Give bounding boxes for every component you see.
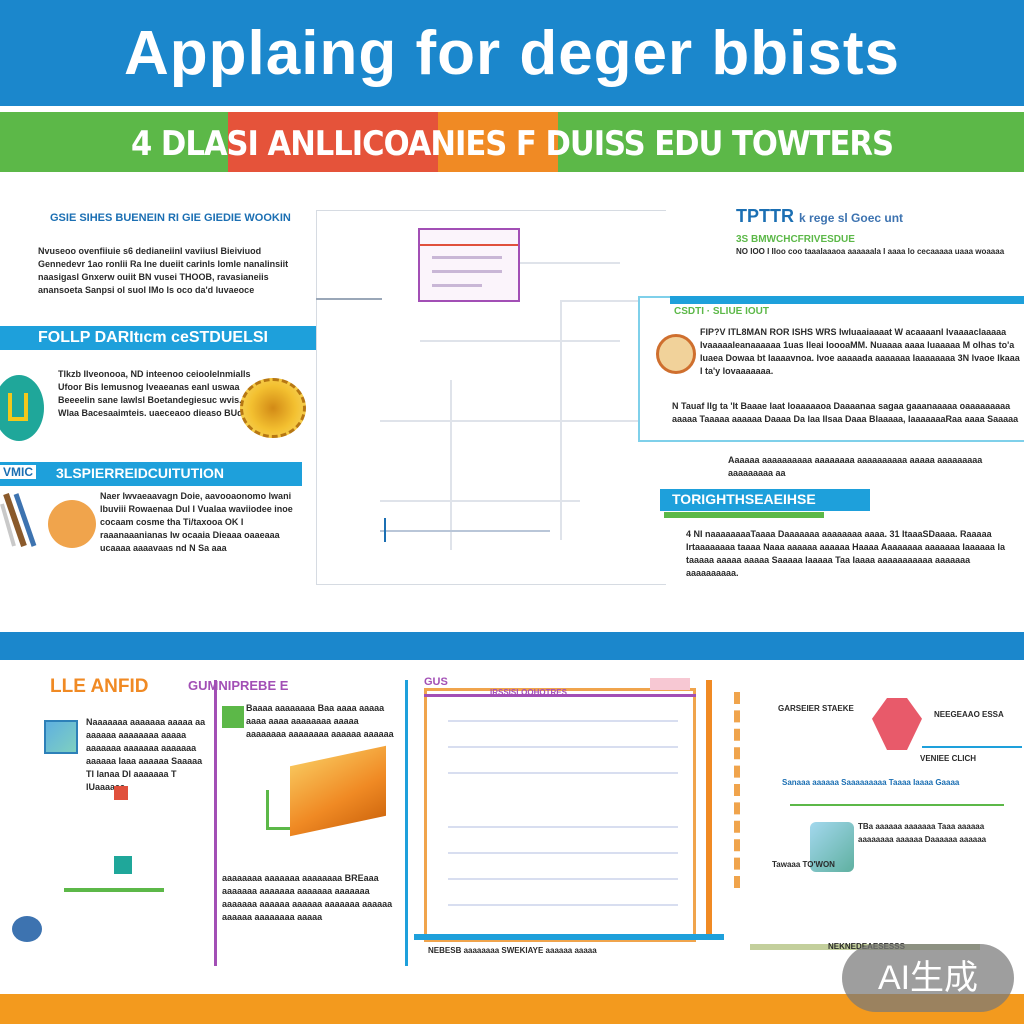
- cube-icon: [44, 720, 78, 754]
- left-section-1-body: Tlkzb Ilveonooa, ND inteenoo ceioolelnmi…: [58, 369, 251, 418]
- bottom-panel-3-footer-bar: [414, 934, 724, 940]
- bottom-panel-4-footer: Tawaaa TO'WON: [772, 860, 835, 869]
- bottom-panel-3-line: [448, 746, 678, 748]
- bottom-panel-3-title: GUS: [424, 676, 448, 688]
- right-info-box-body: FIP?V ITL8MAN ROR ISHS WRS Iwluaaiaaaat …: [700, 327, 1020, 376]
- bottom-panel-1-body: Naaaaaaa aaaaaaa aaaaa aa aaaaaa aaaaaaa…: [86, 717, 206, 792]
- ai-generated-badge: AI生成: [842, 944, 1014, 1012]
- right-info-box-label: CSDTI · SLIUE IOUT: [674, 306, 769, 317]
- right-info-box-body-2: N Tauaf Ilg ta 'It Baaae laat Ioaaaaaoa …: [672, 401, 1019, 424]
- bottom-panel-1-marker: [114, 786, 128, 800]
- bottom-panel-4-row-2: TBa aaaaaa aaaaaaa Taaa aaaaaa aaaaaaaa …: [858, 822, 987, 844]
- right-info-box-header: [670, 296, 1024, 304]
- pencils-icon: [0, 493, 37, 547]
- diagram-line: [380, 500, 580, 502]
- bottom-panel-2-axis: [266, 790, 300, 830]
- bottom-panel-2: [214, 680, 408, 966]
- title-banner: [0, 0, 1024, 106]
- title-divider: [0, 106, 1024, 112]
- person-icon: [656, 334, 696, 374]
- page-title: Applaing for deger bbists: [124, 19, 900, 88]
- right-note: Aaaaaa aaaaaaaaaa aaaaaaaa aaaaaaaaaa aa…: [728, 455, 983, 478]
- bottom-panel-3-line: [448, 772, 678, 774]
- bottom-panel-2-body-2: aaaaaaaa aaaaaaa aaaaaaaa BREaaa aaaaaaa…: [222, 873, 393, 922]
- page-subtitle: 4 DLASI ANLLICOANIES F DUISS EDU TOWTERS: [131, 124, 894, 164]
- coin-icon: [0, 375, 44, 441]
- lightbulb-icon: [48, 500, 96, 548]
- box-icon: [810, 822, 854, 872]
- bottom-panel-1-title: LLE ANFID: [50, 676, 149, 697]
- bottom-panel-3-line: [448, 904, 678, 906]
- bottom-panel-3-top-rule: [424, 694, 696, 697]
- bottom-panel-4-label: NEEGEAAO ESSA: [934, 710, 1004, 719]
- left-intro-body: Nvuseoo ovenfiiuie s6 dedianeiinl vaviiu…: [38, 246, 289, 295]
- diagram-line: [316, 298, 382, 300]
- diagram-line: [560, 300, 562, 540]
- bottom-panel-1-icon: [12, 916, 42, 942]
- right-section-body: 4 NI naaaaaaaaTaaaa Daaaaaaa aaaaaaaa aa…: [686, 529, 1005, 578]
- bottom-panel-3-line: [448, 720, 678, 722]
- gear-icon: [240, 378, 306, 438]
- bottom-panel-4-green-rule: [790, 804, 1004, 806]
- diagram-line: [450, 380, 452, 550]
- bottom-panel-3-heading: IRSSISLOOHOTRES: [490, 688, 567, 697]
- left-section-banner-2: 3LSPIERREIDCUITUTION: [0, 462, 302, 486]
- bottom-panel-2-title: GUMNIPREBE E: [188, 678, 289, 693]
- bottom-panel-4-rule: [922, 746, 1022, 748]
- bottom-panel-3-footer: NEBESB aaaaaaaa SWEKIAYE aaaaaa aaaaa: [428, 946, 597, 955]
- bottom-panel-1-rule: [64, 888, 164, 892]
- bottom-panel-2-body: Baaaa aaaaaaaa Baa aaaa aaaaa aaaa aaaa …: [246, 703, 394, 739]
- right-section-banner: TORIGHTHSEAEIHSE: [660, 489, 870, 511]
- bottom-panel-3-side-rule: [706, 680, 712, 940]
- bottom-panel-3-line: [448, 826, 678, 828]
- diagram-card: [418, 228, 520, 302]
- left-intro-heading: GSIE SIHES BUENEIN RI GIE GIEDIE WOOKIN: [50, 212, 291, 224]
- diagram-line: [420, 340, 620, 342]
- bottom-panel-4-mid: VENIEE CLICH: [920, 754, 977, 763]
- right-title: TPTTR k rege sl Goec unt: [736, 206, 904, 226]
- bottom-panel-2-chip: [222, 706, 244, 728]
- bottom-panel-3: [424, 688, 696, 942]
- bottom-panel-4-heading: GARSEIER STAEKE: [778, 704, 854, 713]
- gem-icon: [872, 698, 922, 750]
- bottom-panel-1-chip: [114, 856, 132, 874]
- right-subheading: 3S BMWCHCFRIVESDUE NO IOO I IIoo coo taa…: [736, 234, 1005, 256]
- diagram-marker-icon: [384, 518, 394, 542]
- left-section-2-label: VMIC: [0, 465, 36, 479]
- section-divider: [0, 632, 1024, 660]
- bottom-panel-3-tab: [650, 678, 690, 690]
- left-section-2-body: Naer Iwvaeaavagn Doie, aavooaonomo lwani…: [100, 491, 293, 553]
- diagram-line: [500, 262, 620, 264]
- diagram-line: [380, 420, 640, 422]
- bottom-panel-4-dashed-rule: [734, 692, 758, 888]
- bottom-panel-3-line: [448, 878, 678, 880]
- bottom-panel-3-line: [448, 852, 678, 854]
- bottom-panel-4-row: Sanaaa aaaaaa Saaaaaaaaa Taaaa Iaaaa Gaa…: [782, 778, 960, 787]
- diagram-line: [560, 300, 660, 302]
- diagram-line: [380, 530, 550, 532]
- left-section-banner-1: FOLLP DARItıcm ceSTDUELSI: [0, 326, 318, 350]
- subtitle-red-block: [228, 112, 438, 172]
- right-green-rule: [664, 512, 824, 518]
